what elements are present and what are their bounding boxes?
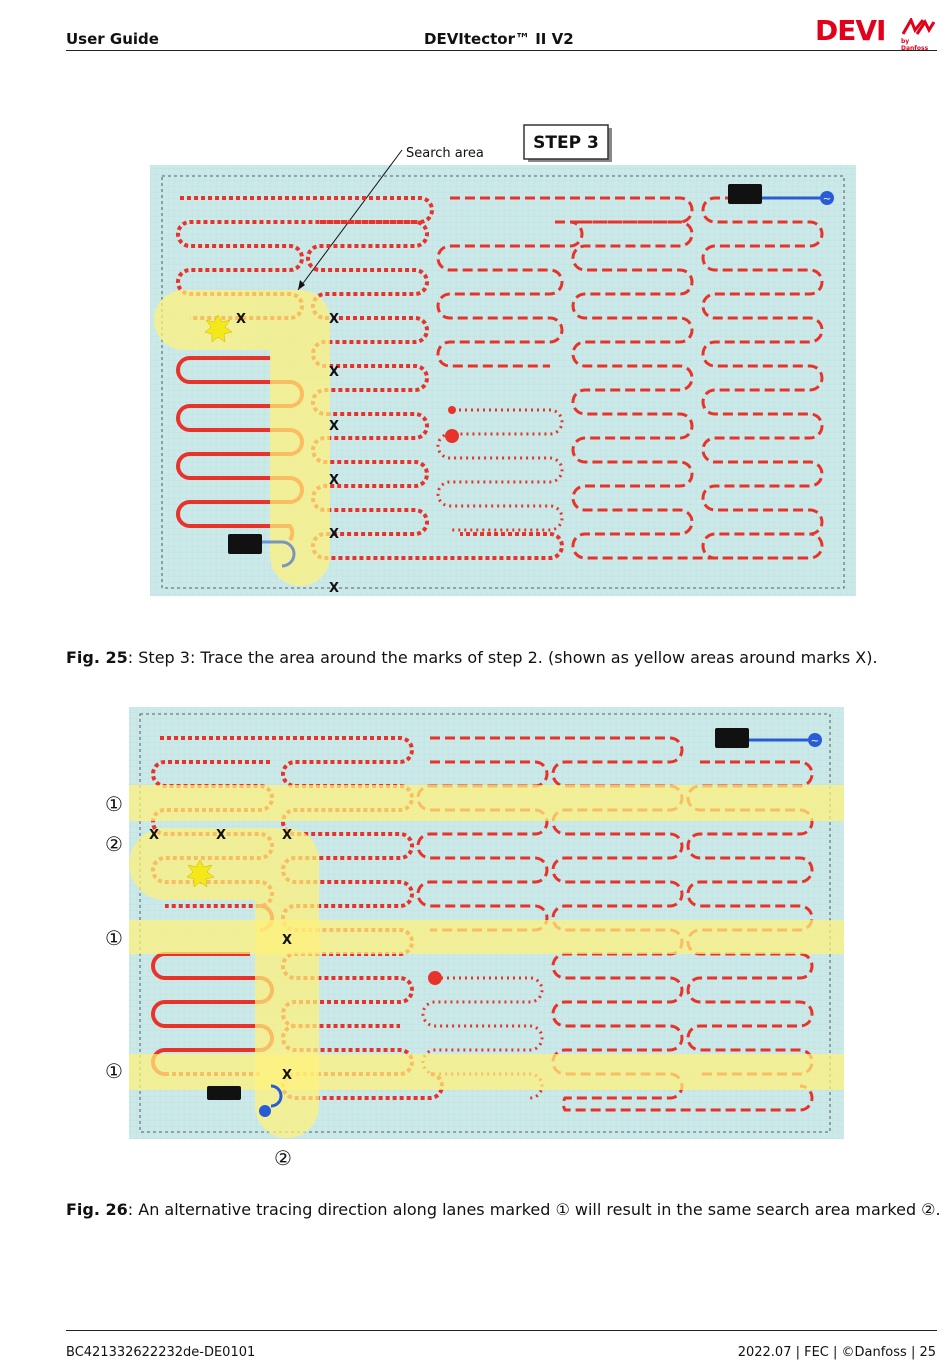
lane-highlight — [129, 785, 844, 1090]
mark-x: X — [236, 312, 246, 327]
fault-star-icon — [186, 859, 215, 888]
mark-x: X — [216, 828, 226, 843]
step-label: STEP 3 — [533, 133, 599, 153]
logo-wave-icon — [901, 18, 935, 35]
footer-doc-id: BC421332622232de-DE0101 — [66, 1345, 256, 1360]
search-area-highlight — [129, 828, 319, 1138]
search-area-highlight — [154, 290, 330, 586]
mark-x: X — [149, 828, 159, 843]
svg-text:~: ~ — [823, 194, 831, 205]
area-label-2: ② — [105, 832, 123, 856]
mark-x: X — [329, 473, 339, 488]
fault-star-icon — [204, 314, 233, 343]
logo-text: DEVI — [815, 14, 886, 47]
header-left: User Guide — [66, 30, 159, 48]
mark-x: X — [329, 312, 339, 327]
figure-25: STEP 3 Search area X X X X X X X — [150, 124, 856, 596]
caption-fig25: Fig. 25: Step 3: Trace the area around t… — [66, 648, 878, 667]
header-center: DEVItector™ II V2 — [424, 30, 574, 48]
fault-dot — [445, 429, 459, 443]
caption-fig26: Fig. 26: An alternative tracing directio… — [66, 1200, 941, 1219]
devi-logo: DEVI by Danfoss — [815, 14, 937, 52]
mark-x: X — [282, 1068, 292, 1083]
thermostat-box — [207, 1086, 241, 1100]
lane-label-1: ① — [105, 926, 123, 950]
figure-26: ① ② ① ① ② X X X X X ~ — [105, 707, 844, 1170]
mark-x: X — [282, 828, 292, 843]
mark-x: X — [329, 581, 339, 596]
power-supply-icon — [808, 733, 822, 747]
cable-dashed-right — [436, 196, 824, 560]
step-label-box — [523, 124, 609, 160]
header-rule — [66, 50, 937, 51]
area-label-2: ② — [274, 1146, 292, 1170]
logo-sub: by Danfoss — [901, 38, 929, 52]
footer-page-info: 2022.07 | FEC | ©Danfoss | 25 — [737, 1345, 936, 1360]
thermostat-box — [228, 534, 262, 554]
svg-text:~: ~ — [811, 736, 819, 747]
thermostat-box — [715, 728, 749, 748]
mark-x: X — [282, 933, 292, 948]
thermostat-box — [728, 184, 762, 204]
lane-label-1: ① — [105, 1059, 123, 1083]
search-area-label: Search area — [406, 146, 484, 161]
fault-dot — [428, 971, 442, 985]
lane-label-1: ① — [105, 792, 123, 816]
mark-x: X — [329, 527, 339, 542]
cable-dotted-mid — [436, 408, 564, 532]
mark-x: X — [329, 365, 339, 380]
power-supply-icon — [820, 191, 834, 205]
mark-x: X — [329, 419, 339, 434]
footer-rule — [66, 1330, 937, 1331]
